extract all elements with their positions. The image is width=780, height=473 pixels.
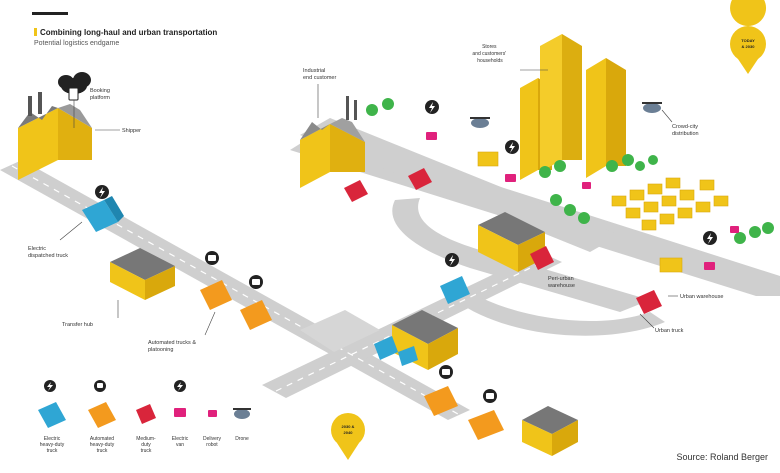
electric-van-icon: [174, 408, 186, 417]
label-industrial-end-customer: Industrial end customer: [303, 68, 336, 81]
page-title-text: Combining long-haul and urban transporta…: [40, 28, 218, 37]
lightning-icon: [95, 185, 109, 199]
city-towers: [520, 34, 626, 180]
medium-truck-icon: [136, 404, 156, 424]
header-rule: [32, 12, 68, 15]
road-city-block: [300, 118, 620, 252]
transfer-hub: [110, 248, 175, 300]
page-title: Combining long-haul and urban transporta…: [34, 28, 217, 37]
houses: [477, 151, 729, 273]
road-loop-right: [455, 292, 665, 336]
industrial-factory: [300, 96, 365, 188]
svg-text:Drone: Drone: [235, 436, 249, 442]
delivery-robot-icon: [208, 410, 217, 417]
automated-trucks-upper: [200, 280, 272, 330]
intersection: [300, 310, 380, 352]
lightning-icon: [703, 231, 717, 245]
label-automated-trucks: Automated trucks & platooning: [148, 340, 198, 353]
label-electric-truck: Electric dispatched truck: [28, 246, 68, 259]
peri-urban-warehouse: [478, 212, 545, 272]
svg-text:2030 &2040: 2030 &2040: [342, 424, 355, 435]
title-accent: [34, 28, 37, 36]
page-subtitle: Potential logistics endgame: [34, 40, 120, 47]
automation-icon: [439, 365, 453, 379]
drone-icon: [233, 408, 251, 419]
lightning-icon: [505, 140, 519, 154]
cloud-icon: [58, 72, 91, 101]
svg-text:TODAY& 2030: TODAY& 2030: [741, 38, 755, 49]
electric-truck-main: [82, 196, 124, 232]
road-markings: [11, 165, 552, 415]
electric-trucks-lower: [374, 336, 418, 366]
label-transfer-hub: Transfer hub: [62, 322, 93, 328]
label-crowd-distribution: Crowd-city distribution: [672, 124, 700, 137]
shipper-factory: [18, 92, 92, 180]
electric-vans: [426, 132, 739, 270]
automated-truck-icon: [88, 402, 116, 428]
legend-item-drone: Drone: [233, 408, 251, 442]
label-stores: Stores and customers' households: [472, 44, 507, 64]
trees: [366, 98, 774, 244]
pin-marker-bottom: 2030 &2040: [331, 413, 365, 460]
source-note: Source: Roland Berger: [676, 452, 768, 462]
drone-icon: [470, 117, 490, 128]
label-urban-warehouse: Urban warehouse: [680, 294, 723, 300]
automation-icon: [205, 251, 219, 265]
pin-marker-top-right: TODAY& 2030: [730, 0, 767, 74]
lightning-icon: [425, 100, 439, 114]
road-curve: [392, 198, 650, 312]
automation-icon: [249, 275, 263, 289]
label-shipper: Shipper: [122, 128, 141, 134]
automated-trucks-lower: [424, 386, 504, 440]
electric-truck-icon: [38, 402, 66, 428]
label-booking-platform: Booking platform: [90, 88, 111, 101]
lightning-icon: [445, 253, 459, 267]
label-urban-truck: Urban truck: [655, 328, 684, 334]
urban-depot: [522, 406, 578, 456]
medium-trucks: [344, 168, 662, 314]
automation-icon: [483, 389, 497, 403]
electric-truck-peri: [440, 276, 470, 304]
label-peri-urban: Peri-urban warehouse: [547, 276, 575, 289]
drone-icon-city: [642, 102, 662, 113]
